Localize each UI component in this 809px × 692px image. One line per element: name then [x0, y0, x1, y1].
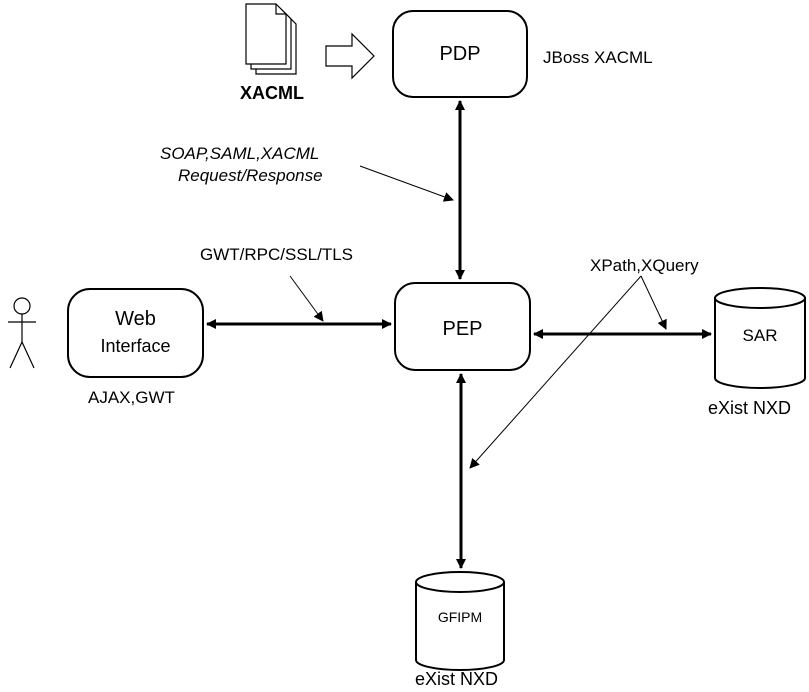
gwt-label-pointer — [289, 275, 324, 322]
pdp-box — [392, 10, 528, 98]
xacml-documents-icon — [245, 3, 297, 75]
pep-label: PEP — [442, 318, 483, 340]
pep-box — [394, 282, 531, 371]
gfipm-label: GFIPM — [437, 609, 483, 625]
web-interface-box — [67, 288, 204, 378]
web-pep-edge-label: GWT/RPC/SSL/TLS — [200, 245, 354, 264]
policy-load-arrow-icon — [325, 32, 375, 80]
pdp-pep-edge-label-line2: Request/Response — [178, 166, 323, 185]
web-interface-label-line2: Interface — [100, 336, 171, 356]
user-icon — [8, 297, 36, 369]
web-interface-label-line1: Web — [115, 308, 156, 330]
gfipm-caption: eXist NXD — [415, 669, 499, 689]
pep-db-edge-label: XPath,XQuery — [590, 256, 699, 275]
soap-label-pointer — [359, 165, 454, 202]
pdp-caption: JBoss XACML — [543, 48, 653, 67]
xacml-caption: XACML — [240, 83, 304, 103]
xpath-sar-pointer — [640, 275, 667, 330]
gfipm-database-icon — [415, 571, 505, 671]
web-interface-caption: AJAX,GWT — [88, 388, 175, 407]
pdp-pep-edge-label-line1: SOAP,SAML,XACML — [160, 144, 320, 163]
sar-caption: eXist NXD — [708, 398, 792, 418]
pdp-label: PDP — [439, 43, 481, 65]
sar-database-icon — [714, 287, 806, 389]
xpath-gfipm-pointer — [469, 275, 642, 469]
sar-label: SAR — [742, 326, 778, 345]
